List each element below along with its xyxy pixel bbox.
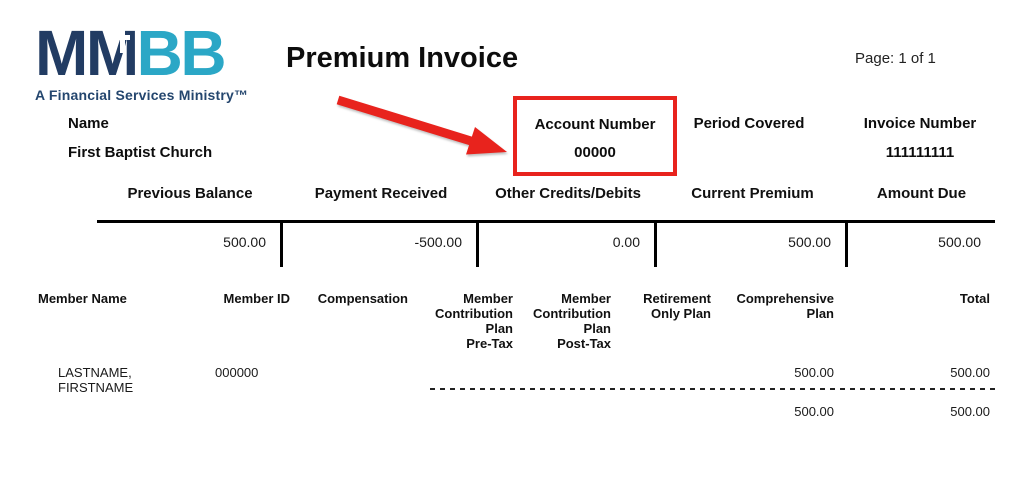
mmbb-logo: MMBB A Financial Services Ministry™	[35, 21, 249, 103]
summary-divider-line	[97, 220, 995, 223]
amount-due-value: 500.00	[938, 234, 981, 250]
comprehensive-plan-cell: 500.00	[794, 365, 834, 380]
current-premium-label: Current Premium	[691, 185, 814, 202]
balance-summary-values: 500.00 -500.00 0.00 500.00 500.00	[97, 223, 995, 267]
previous-balance-value: 500.00	[97, 223, 283, 267]
payment-received-label: Payment Received	[314, 185, 448, 202]
account-number-highlight-box: Account Number 00000	[513, 96, 677, 176]
contribution-posttax-cell	[513, 365, 611, 395]
total-cell: 500.00	[950, 365, 990, 380]
compensation-cell	[290, 365, 408, 395]
compensation-header: Compensation	[317, 291, 408, 306]
payment-received-value: -500.00	[283, 223, 479, 267]
retirement-only-plan-cell	[611, 365, 711, 395]
contribution-pretax-cell	[408, 365, 513, 395]
other-credits-debits-value: 0.00	[479, 223, 657, 267]
previous-balance-label: Previous Balance	[127, 185, 253, 202]
invoice-number-value: 111111111	[885, 144, 955, 161]
member-table-header-row: Member Name Member ID Compensation Membe…	[38, 291, 990, 351]
balance-summary: Previous Balance Payment Received Other …	[97, 185, 995, 267]
other-credits-debits-label: Other Credits/Debits	[495, 185, 641, 202]
balance-summary-headers: Previous Balance Payment Received Other …	[97, 185, 995, 220]
member-name-header: Member Name	[38, 291, 127, 306]
contribution-posttax-header: Member Contribution Plan Post-Tax	[533, 291, 611, 351]
member-id-cell: 000000	[215, 365, 259, 380]
logo-mm-letters: MM	[35, 17, 139, 89]
account-number-label: Account Number	[534, 116, 656, 133]
current-premium-value: 500.00	[657, 223, 848, 267]
amount-due-label: Amount Due	[876, 185, 967, 202]
invoice-number-label: Invoice Number	[863, 115, 977, 132]
totals-dashed-divider	[430, 388, 997, 390]
grand-total: 500.00	[950, 404, 990, 419]
logo-tagline: A Financial Services Ministry™	[35, 87, 249, 103]
totals-row: 500.00 500.00	[38, 404, 990, 419]
member-id-header: Member ID	[223, 291, 290, 306]
logo-bb-letters: BB	[136, 17, 227, 89]
cross-icon	[115, 29, 130, 53]
member-detail-table: Member Name Member ID Compensation Membe…	[38, 291, 997, 431]
comprehensive-plan-total: 500.00	[794, 404, 834, 419]
member-name-cell: LASTNAME, FIRSTNAME	[58, 365, 134, 395]
red-arrow-icon	[336, 95, 507, 155]
period-covered-label: Period Covered	[693, 115, 805, 132]
account-number-value: 00000	[574, 144, 616, 161]
logo-wordmark: MMBB	[35, 21, 248, 85]
page-title: Premium Invoice	[286, 42, 519, 74]
table-row: LASTNAME, FIRSTNAME 000000 500.00 500.00	[38, 365, 990, 395]
name-label: Name	[68, 115, 109, 132]
name-value: First Baptist Church	[68, 144, 213, 161]
retirement-only-plan-header: Retirement Only Plan	[643, 291, 711, 321]
comprehensive-plan-header: Comprehensive Plan	[736, 291, 834, 321]
page-number-label: Page: 1 of 1	[855, 50, 936, 67]
contribution-pretax-header: Member Contribution Plan Pre-Tax	[435, 291, 513, 351]
total-header: Total	[959, 291, 990, 306]
